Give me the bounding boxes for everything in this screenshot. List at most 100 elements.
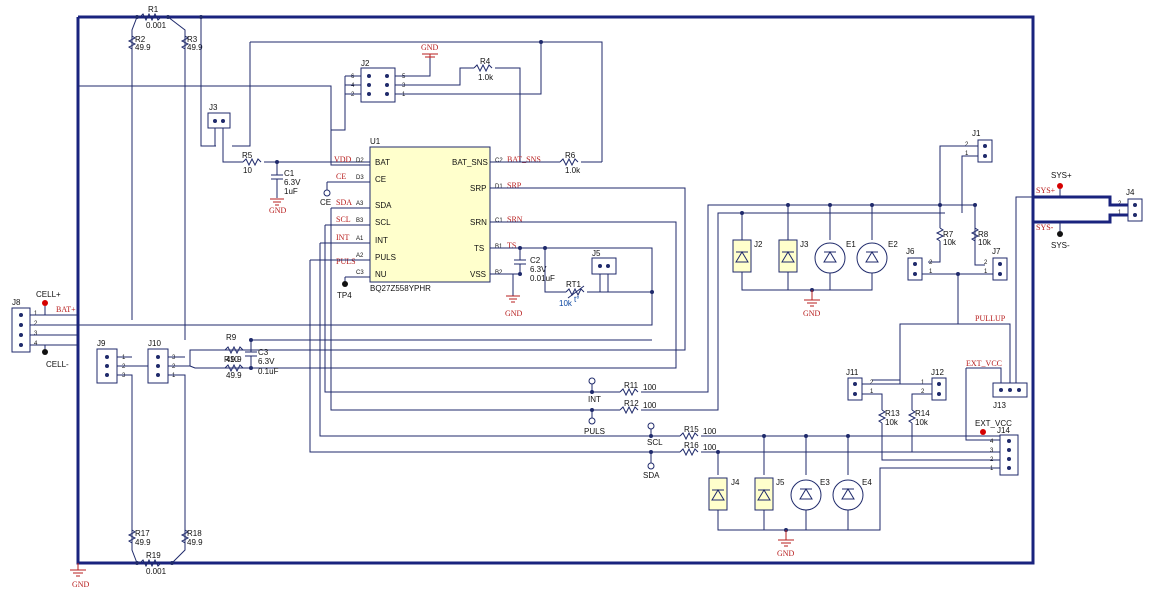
resistor-r15[interactable]: R15 100 — [651, 425, 1000, 441]
connector-j2[interactable]: J2 6 4 2 5 3 1 — [351, 59, 406, 103]
led-e4[interactable]: E4 — [832, 478, 872, 511]
r2-value: 49.9 — [135, 43, 151, 52]
connector-j8[interactable]: J8 1 2 3 4 — [11, 298, 38, 353]
diode-d-j5[interactable]: J5 — [754, 477, 785, 511]
gnd-symbol-upper-bank: GND — [803, 290, 821, 318]
u1-num-c3: C3 — [356, 270, 364, 276]
test-point-cell-minus[interactable]: CELL- — [42, 345, 69, 369]
r1-ref: R1 — [148, 5, 159, 14]
tp-int-label: INT — [588, 395, 601, 404]
diode-d-j4[interactable]: J4 — [708, 477, 740, 511]
resistor-r11[interactable]: R11 100 — [619, 204, 975, 397]
connector-j1[interactable]: J1 2 1 — [965, 129, 993, 163]
gnd-symbol-c1: GND — [269, 198, 287, 215]
r17-value: 49.9 — [135, 538, 151, 547]
r9-value: 49.9 — [226, 355, 242, 364]
capacitor-c2[interactable]: C2 6.3V 0.01uF — [514, 248, 555, 283]
gnd-symbol-u1: GND — [505, 295, 523, 318]
led-e3[interactable]: E3 — [790, 478, 830, 511]
j8-pin2: 2 — [34, 321, 38, 327]
r3-ref: R3 — [187, 35, 198, 44]
r8-value: 10k — [978, 238, 992, 247]
resistor-r14[interactable]: R14 10k — [907, 409, 930, 452]
connector-j11[interactable]: J11 2 1 — [846, 368, 874, 401]
net-scl: SCL — [336, 215, 351, 224]
connector-j7[interactable]: J7 2 1 — [984, 247, 1008, 281]
resistor-r17[interactable]: R17 49.9 — [127, 529, 151, 547]
capacitor-c3[interactable]: C3 6.3V 0.1uF — [245, 340, 279, 376]
tp-sys-minus-label: SYS- — [1051, 241, 1070, 250]
diode-j5-label: J5 — [776, 478, 785, 487]
j6-ref: J6 — [906, 247, 915, 256]
resistor-r10[interactable]: R10 49.9 — [224, 355, 244, 380]
u1-num-a1: A1 — [356, 236, 364, 242]
c1-voltage: 6.3V — [284, 178, 301, 187]
diode-d-j3[interactable]: J3 — [778, 239, 809, 273]
connector-j6[interactable]: J6 2 1 — [906, 247, 933, 281]
connector-j9[interactable]: J9 1 2 3 — [96, 339, 126, 384]
j4-ref: J4 — [1126, 188, 1135, 197]
resistor-r6[interactable]: R6 1.0k — [559, 151, 602, 175]
test-point-tp4[interactable]: TP4 — [337, 281, 352, 300]
resistor-r2[interactable]: R2 49.9 — [127, 35, 151, 52]
resistor-r3[interactable]: R3 49.9 — [180, 35, 203, 52]
u1-num-b1: B1 — [495, 244, 503, 250]
resistor-r5[interactable]: R5 10 — [242, 151, 262, 175]
diode-j2-label: J2 — [754, 240, 763, 249]
r15-value: 100 — [703, 427, 717, 436]
tp-scl-label: SCL — [647, 438, 663, 447]
resistor-r13[interactable]: R13 10k — [877, 409, 1000, 461]
r19-value: 0.001 — [146, 567, 167, 576]
j14-pin4: 4 — [990, 439, 994, 445]
net-puls: PULS — [336, 257, 356, 266]
r7-ref: R7 — [943, 230, 954, 239]
resistor-r12[interactable]: R12 100 — [619, 212, 945, 415]
test-point-sda[interactable]: SDA — [643, 452, 660, 480]
j5-ref: J5 — [592, 249, 601, 258]
u1-ref: U1 — [370, 137, 381, 146]
test-point-sys-minus[interactable]: SYS- — [1051, 222, 1070, 250]
capacitor-c1[interactable]: C1 6.3V 1uF — [271, 162, 301, 198]
r6-ref: R6 — [565, 151, 576, 160]
led-e2[interactable]: E2 — [856, 240, 898, 274]
test-point-cell-plus[interactable]: CELL+ — [36, 290, 61, 315]
connector-j14[interactable]: J14 4 3 2 1 — [990, 426, 1019, 476]
test-point-sys-plus[interactable]: SYS+ — [1051, 171, 1072, 197]
c3-voltage: 6.3V — [258, 357, 275, 366]
r10-ref: R10 — [224, 355, 239, 364]
resistor-r4[interactable]: R4 1.0k — [473, 57, 521, 160]
gnd-u1-label: GND — [505, 309, 523, 318]
r4-value: 1.0k — [478, 73, 494, 82]
resistor-r18[interactable]: R18 49.9 — [180, 529, 203, 547]
tp-ext-vcc-label: EXT_VCC — [975, 419, 1012, 428]
j10-pin3: 3 — [172, 355, 176, 361]
j14-pin3: 3 — [990, 448, 994, 454]
u1-pin-sda: SDA — [375, 201, 392, 210]
test-point-int[interactable]: INT — [588, 377, 601, 404]
resistor-r8[interactable]: R8 10k — [970, 205, 992, 247]
resistor-r7[interactable]: R7 10k — [928, 205, 957, 263]
r8-ref: R8 — [978, 230, 989, 239]
connector-j3[interactable]: J3 — [207, 103, 231, 146]
j9-ref: J9 — [97, 339, 106, 348]
test-point-puls[interactable]: PULS — [584, 410, 605, 436]
ic-u1[interactable]: U1 BQ27Z558YPHR BAT CE SDA SCL INT PULS … — [334, 137, 541, 293]
resistor-r9[interactable]: R9 49.9 — [224, 333, 244, 364]
connector-j13[interactable]: J13 — [992, 382, 1028, 410]
connector-j12[interactable]: J12 1 2 — [921, 368, 947, 401]
connector-j5[interactable]: J5 — [591, 249, 617, 292]
diode-d-j2[interactable]: J2 — [732, 239, 763, 273]
u1-num-a2: A2 — [356, 253, 364, 259]
j9-pin3: 3 — [122, 373, 126, 379]
power-bus — [76, 15, 1035, 565]
test-point-ext-vcc[interactable]: EXT_VCC — [975, 419, 1012, 435]
net-sda: SDA — [336, 198, 352, 207]
r14-value: 10k — [915, 418, 929, 427]
test-point-ce[interactable]: CE — [320, 189, 331, 207]
connector-j10[interactable]: J10 3 2 1 — [147, 339, 176, 384]
resistor-r16[interactable]: R16 100 — [679, 441, 1000, 457]
j10-pin2: 2 — [172, 364, 176, 370]
led-e1[interactable]: E1 — [814, 240, 856, 274]
thermistor-rt1[interactable]: RT1 t° 10k — [559, 280, 652, 308]
